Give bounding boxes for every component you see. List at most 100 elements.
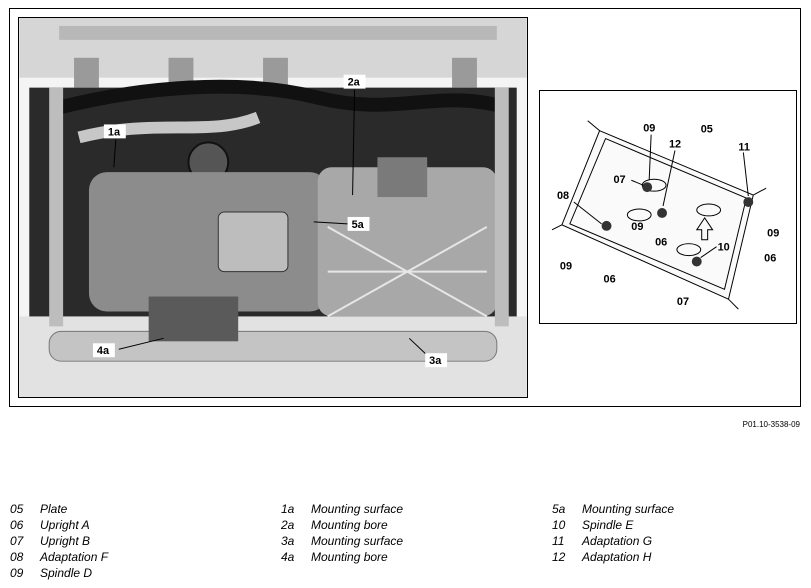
callout-06: 06 [655, 237, 667, 249]
callout-bg [103, 124, 126, 139]
legend-item: 10 Spindle E [552, 517, 674, 533]
legend-code: 10 [552, 518, 566, 532]
figure-reference-code: P01.10-3538-09 [742, 420, 800, 429]
legend-item: 1a Mounting surface [281, 501, 403, 517]
legend-code: 06 [10, 518, 24, 532]
legend-desc: Spindle D [40, 566, 93, 580]
hood-rail [59, 25, 497, 40]
legend-code: 1a [281, 502, 295, 516]
callout-10: 10 [718, 242, 730, 254]
legend-code: 2a [281, 518, 295, 532]
plate-rail [753, 187, 767, 196]
engine-compartment-illustration: 1a 2a 5a 4a 3a [18, 17, 528, 398]
leader-line [662, 150, 676, 207]
legend-desc: Plate [40, 502, 68, 516]
legend-desc: Mounting surface [311, 502, 404, 516]
callout-07: 07 [613, 174, 625, 186]
legend-code: 12 [552, 550, 566, 564]
legend-desc: Mounting surface [582, 502, 675, 516]
legend-desc: Adaptation H [582, 550, 652, 564]
legend-code: 11 [552, 534, 565, 548]
legend-desc: Upright B [40, 534, 91, 548]
upright-icon [601, 220, 612, 231]
callout-bg [425, 353, 448, 368]
hood-bracket [452, 57, 477, 88]
leader-line [118, 337, 164, 350]
callout-12: 12 [669, 139, 681, 151]
figure-frame: 1a 2a 5a 4a 3a [9, 8, 801, 407]
legend-item: 06 Upright A [10, 517, 108, 533]
legend-code: 3a [281, 534, 295, 548]
plate-rail [728, 298, 739, 310]
legend-code: 5a [552, 502, 566, 516]
callout-09: 09 [767, 228, 779, 240]
leader-line [408, 337, 429, 357]
plate-slot [676, 243, 702, 257]
leader-line [573, 201, 602, 225]
legend-desc: Spindle E [582, 518, 634, 532]
transmission-housing [377, 157, 428, 198]
legend-item: 4a Mounting bore [281, 549, 403, 565]
engine-block [88, 172, 328, 312]
leader-line [313, 221, 348, 225]
legend-item: 09 Spindle D [10, 565, 108, 581]
direction-arrow-icon [695, 217, 714, 241]
hood-bracket [74, 57, 99, 88]
plate-slot [696, 203, 722, 217]
callout-2a: 2a [348, 77, 361, 89]
legend-code: 09 [10, 566, 24, 580]
engine-compartment-drawing: 1a 2a 5a 4a 3a [19, 18, 527, 397]
leader-line [648, 134, 652, 181]
legend-desc: Upright A [40, 518, 90, 532]
legend-code: 08 [10, 550, 24, 564]
callout-07: 07 [677, 296, 689, 308]
lashing-straps [327, 226, 488, 318]
leader-line [700, 246, 717, 258]
upright-icon [691, 256, 702, 267]
callout-05: 05 [701, 124, 713, 136]
callout-bg [347, 216, 370, 231]
legend-item: 5a Mounting surface [552, 501, 674, 517]
legend-desc: Mounting bore [311, 518, 388, 532]
callout-06: 06 [764, 253, 776, 265]
callout-09: 09 [560, 260, 572, 272]
callout-5a: 5a [352, 219, 365, 231]
hose [57, 79, 509, 115]
plate-inner-edge [569, 137, 747, 290]
fixture-plate-drawing: 09 12 05 11 07 08 09 09 06 10 09 06 06 0… [551, 120, 779, 310]
engine-mount [148, 296, 239, 342]
callout-11: 11 [738, 141, 750, 153]
transmission [317, 167, 497, 317]
callout-09: 09 [631, 221, 643, 233]
callout-09: 09 [643, 123, 655, 135]
legend-item: 2a Mounting bore [281, 517, 403, 533]
plate-slot [626, 208, 652, 222]
upright-icon [642, 182, 653, 193]
plate-rail [587, 120, 600, 132]
leader-line [113, 139, 117, 168]
upright-icon [657, 207, 668, 218]
callout-1a: 1a [108, 126, 121, 138]
callout-4a: 4a [97, 345, 110, 357]
legend-desc: Adaptation F [40, 550, 109, 564]
callout-bg [343, 74, 366, 89]
leader-line [742, 152, 749, 197]
callout-3a: 3a [429, 355, 442, 367]
legend-desc: Mounting surface [311, 534, 404, 548]
legend-code: 4a [281, 550, 295, 564]
legend-item: 12 Adaptation H [552, 549, 674, 565]
leader-line [631, 179, 644, 186]
upright-icon [743, 197, 754, 207]
side-rail-right [494, 87, 509, 327]
legend-desc: Mounting bore [311, 550, 388, 564]
callout-08: 08 [557, 190, 569, 202]
legend-item: 08 Adaptation F [10, 549, 108, 565]
fixture-plate-detail-illustration: 09 12 05 11 07 08 09 09 06 10 09 06 06 0… [539, 90, 797, 324]
